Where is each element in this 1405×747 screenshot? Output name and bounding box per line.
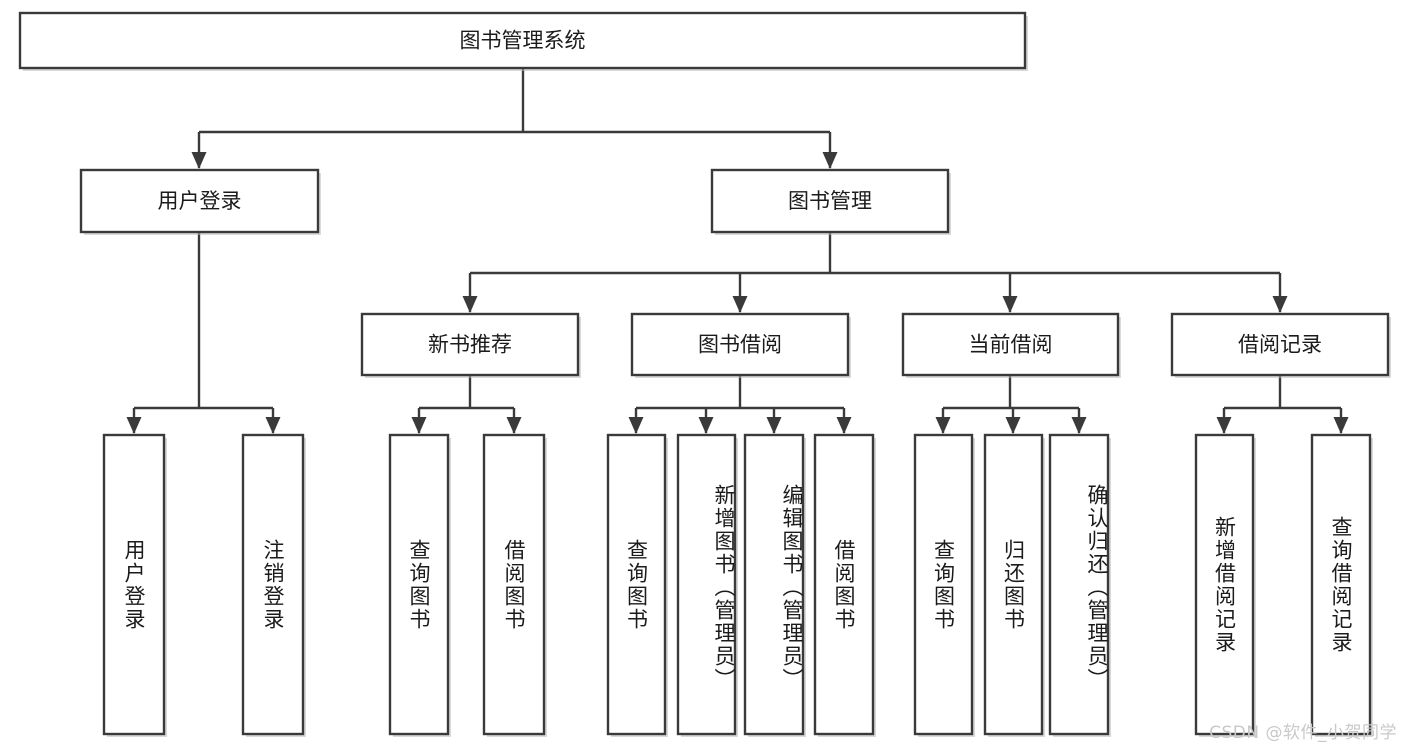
node-leaf-query-book-current[interactable] <box>913 433 974 736</box>
node-book-borrow-label: 图书借阅 <box>698 333 782 357</box>
node-book-manage-label: 图书管理 <box>788 189 872 213</box>
node-new-book-recommend-label: 新书推荐 <box>428 333 512 357</box>
node-user-login[interactable] <box>79 168 320 234</box>
node-leaf-borrow-book[interactable] <box>813 433 875 736</box>
node-leaf-logout[interactable] <box>241 433 305 736</box>
arrow-head-icon <box>935 417 951 434</box>
arrow-head-icon <box>1005 417 1021 434</box>
arrow-head-icon <box>462 296 478 313</box>
arrow-head-icon <box>411 417 427 434</box>
node-root-label: 图书管理系统 <box>460 29 586 53</box>
arrow-head-icon <box>1272 296 1288 313</box>
arrow-head-icon <box>1071 417 1087 434</box>
node-leaf-return-book[interactable] <box>983 433 1044 736</box>
arrow-head-icon <box>628 417 644 434</box>
arrow-head-icon <box>506 417 522 434</box>
node-borrow-record[interactable] <box>1170 312 1390 377</box>
arrow-head-icon <box>836 417 852 434</box>
node-leaf-add-book[interactable] <box>676 433 737 736</box>
node-current-borrow[interactable] <box>901 312 1120 377</box>
node-book-manage[interactable] <box>710 168 950 234</box>
node-root[interactable] <box>18 11 1027 70</box>
arrow-head-icon <box>732 296 748 313</box>
node-leaf-query-book-rec[interactable] <box>388 433 450 736</box>
node-borrow-record-label: 借阅记录 <box>1238 333 1322 357</box>
arrow-head-icon <box>191 152 207 169</box>
node-current-borrow-label: 当前借阅 <box>969 333 1053 357</box>
arrow-head-icon <box>265 417 281 434</box>
arrow-head-icon <box>822 152 838 169</box>
node-user-login-label: 用户登录 <box>158 189 242 213</box>
arrow-head-icon <box>1002 296 1018 313</box>
watermark-text: CSDN @软件_小贺同学 <box>1209 723 1397 743</box>
arrow-head-icon <box>126 417 142 434</box>
arrow-head-icon <box>1216 417 1232 434</box>
node-leaf-add-record[interactable] <box>1194 433 1255 736</box>
node-leaf-confirm-return[interactable] <box>1048 433 1110 736</box>
arrow-head-icon <box>1333 417 1349 434</box>
arrow-head-icon <box>698 417 714 434</box>
node-book-borrow[interactable] <box>630 312 850 377</box>
arrow-head-icon <box>766 417 782 434</box>
node-boxes <box>18 11 1391 737</box>
connector-lines <box>126 68 1349 434</box>
node-leaf-query-book-borrow[interactable] <box>606 433 667 736</box>
node-leaf-edit-book[interactable] <box>743 433 805 736</box>
node-leaf-query-record[interactable] <box>1310 433 1372 736</box>
node-leaf-user-login[interactable] <box>102 433 166 736</box>
node-leaf-borrow-book-rec[interactable] <box>482 433 546 736</box>
node-new-book-recommend[interactable] <box>360 312 580 377</box>
